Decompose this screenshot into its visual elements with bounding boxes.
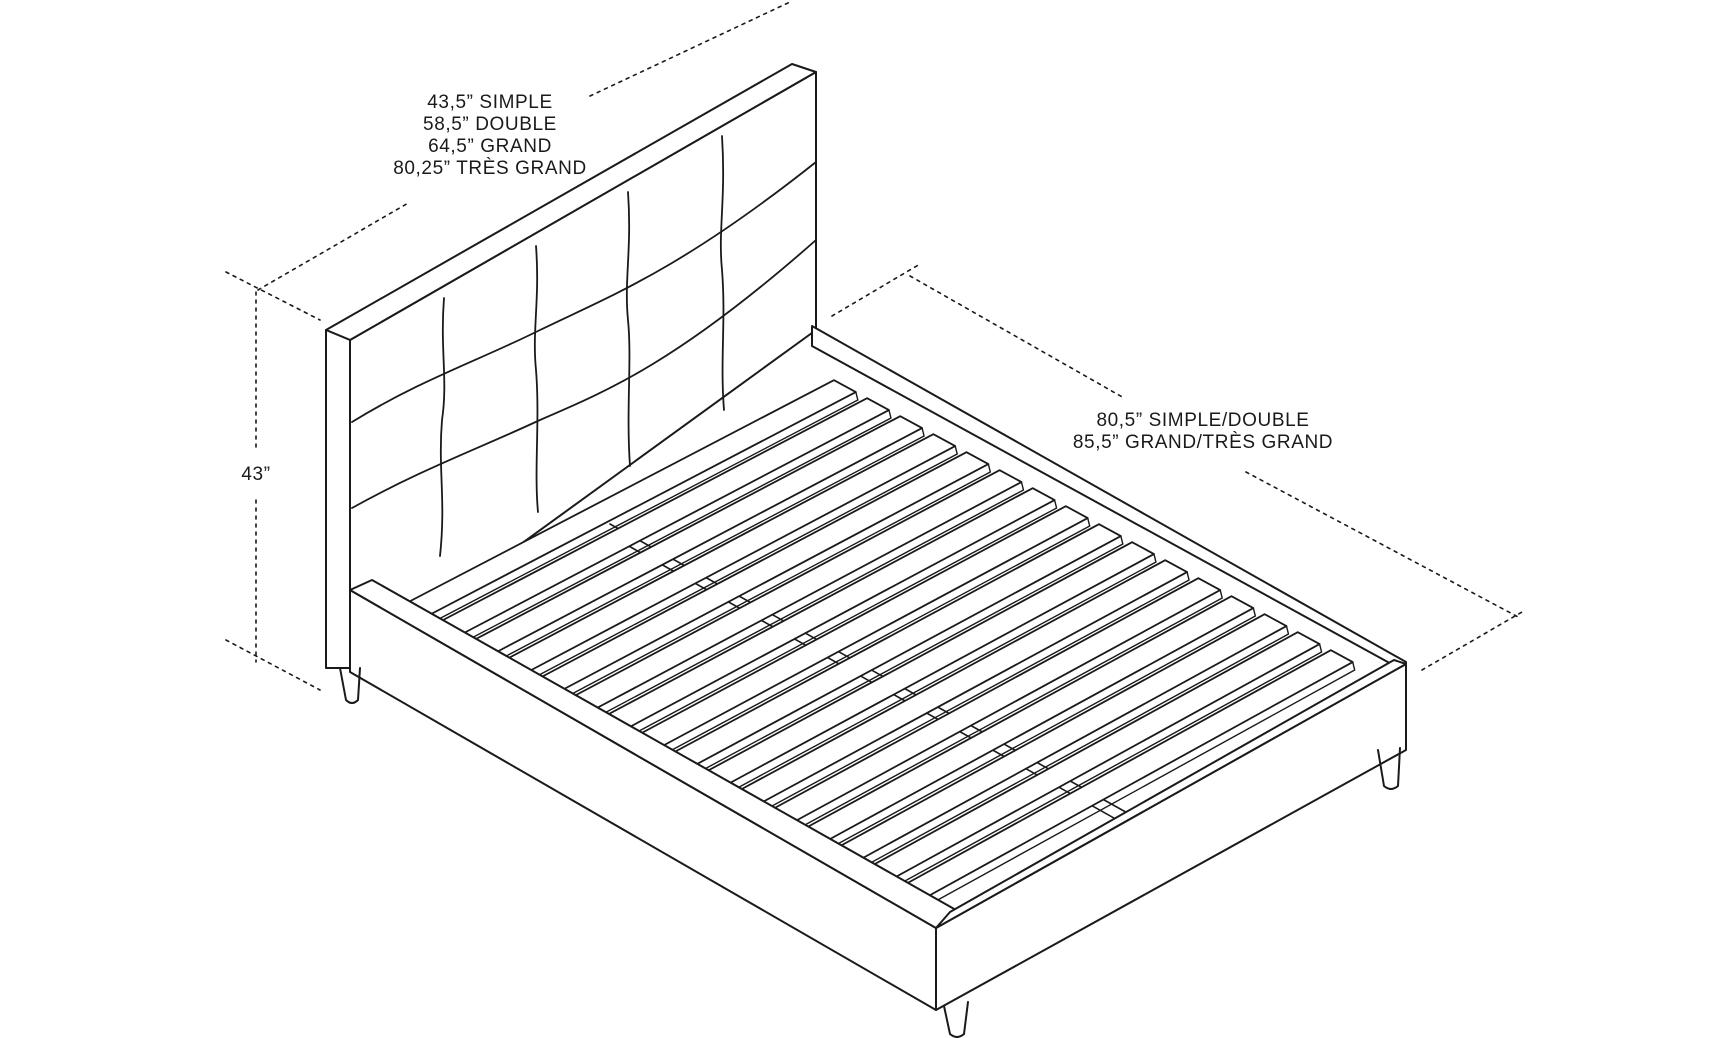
length-guide-lower xyxy=(1245,471,1521,619)
length-guide-top xyxy=(831,263,921,317)
dimension-guides xyxy=(225,1,1523,691)
leg-foot-right xyxy=(1377,747,1401,790)
width-line-double: 58,5” DOUBLE xyxy=(423,114,557,135)
width-guide-left xyxy=(257,201,411,291)
height-guide-bottom xyxy=(225,639,321,691)
height-dimension-label: 43” xyxy=(226,464,286,486)
width-line-tres-grand: 80,25” TRÈS GRAND xyxy=(393,158,587,179)
headboard xyxy=(325,63,817,669)
width-line-grand: 64,5” GRAND xyxy=(428,136,552,157)
width-guide-right xyxy=(589,1,791,97)
length-line-grand-tres-grand: 85,5” GRAND/TRÈS GRAND xyxy=(1072,432,1334,453)
width-dimension-label: 43,5” SIMPLE 58,5” DOUBLE 64,5” GRAND 80… xyxy=(368,92,612,180)
bed-legs xyxy=(339,667,1401,1038)
height-value: 43” xyxy=(241,464,271,485)
height-guide-top xyxy=(225,271,321,321)
leg-foot-left xyxy=(943,1001,969,1038)
leg-head-left xyxy=(339,667,361,704)
length-guide-upper xyxy=(909,275,1125,399)
slat-group xyxy=(407,379,1356,905)
headboard-side-edge xyxy=(325,329,351,669)
length-guide-end xyxy=(1421,611,1523,671)
headboard-tufting xyxy=(351,135,817,557)
length-dimension-label: 80,5” SIMPLE/DOUBLE 85,5” GRAND/TRÈS GRA… xyxy=(1058,410,1348,454)
length-line-simple-double: 80,5” SIMPLE/DOUBLE xyxy=(1096,410,1310,431)
width-line-simple: 43,5” SIMPLE xyxy=(427,92,553,113)
footboard xyxy=(935,659,1407,1011)
